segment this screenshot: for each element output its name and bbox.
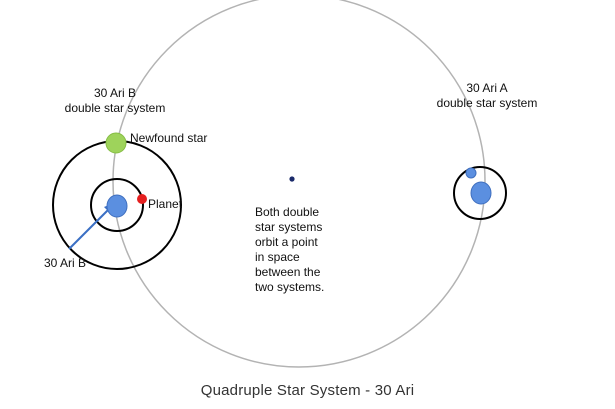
ari-a-system-line2: double star system bbox=[436, 96, 538, 110]
ari-b-star bbox=[106, 194, 128, 218]
ari-a-star-small bbox=[465, 167, 477, 179]
ari-b-system-label: 30 Ari B double star system bbox=[55, 86, 175, 116]
ari-b-star-label: 30 Ari B bbox=[44, 256, 87, 270]
ari-a-orbit bbox=[453, 166, 507, 220]
barycenter-point bbox=[289, 176, 295, 182]
ari-b-system-line2: double star system bbox=[64, 101, 166, 115]
planet-label: Planet bbox=[148, 197, 183, 211]
note-line: between the bbox=[255, 265, 321, 279]
note-line: Both double bbox=[255, 205, 320, 219]
outer-orbit bbox=[112, 0, 486, 368]
note-line: orbit a point bbox=[255, 235, 318, 249]
ari-b-inner-orbit bbox=[90, 178, 144, 232]
newfound-star-label: Newfound star bbox=[130, 131, 208, 145]
note-line: star systems bbox=[255, 220, 323, 234]
note-line: two systems. bbox=[255, 280, 325, 294]
ari-b-system-line1: 30 Ari B bbox=[93, 86, 137, 100]
diagram-caption: Quadruple Star System - 30 Ari bbox=[200, 382, 415, 399]
planet-dot bbox=[137, 194, 147, 204]
note-line: in space bbox=[255, 250, 300, 264]
ari-a-star-large bbox=[470, 181, 492, 205]
ari-b-arrow-line bbox=[68, 207, 111, 250]
ari-a-system-label: 30 Ari A double star system bbox=[427, 81, 547, 111]
ari-a-system-line1: 30 Ari A bbox=[466, 81, 508, 95]
newfound-star bbox=[105, 132, 127, 154]
barycenter-note: Both double star systems orbit a point i… bbox=[255, 205, 324, 295]
